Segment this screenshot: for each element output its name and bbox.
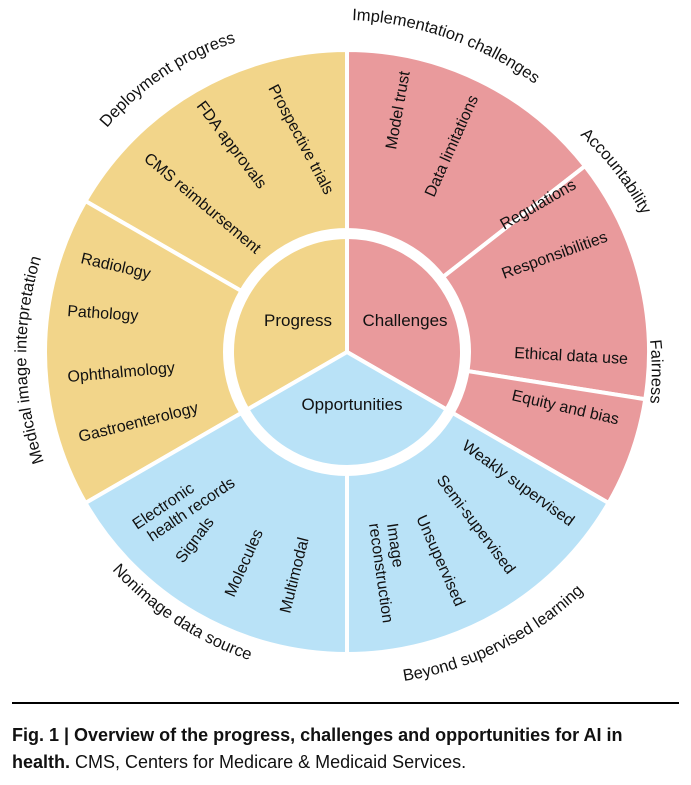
- circular-overview-diagram: Progress Challenges Opportunities Deploy…: [12, 6, 666, 685]
- caption-text: CMS, Centers for Medicare & Medicaid Ser…: [70, 752, 467, 772]
- caption-title: Fig. 1 | Overview of the progress, chall…: [12, 725, 623, 772]
- item-image: Image: [383, 522, 406, 569]
- core-label-challenges: Challenges: [362, 311, 447, 330]
- item-ethical-data-use: Ethical data use: [514, 345, 629, 368]
- figure-caption: Fig. 1 | Overview of the progress, chall…: [12, 722, 672, 776]
- item-pathology: Pathology: [67, 303, 139, 325]
- core-opportunities: [244, 349, 450, 469]
- caption-rule: [12, 702, 679, 704]
- core-label-progress: Progress: [264, 311, 332, 330]
- title-medical-image-interpretation: Medical image interpretation: [12, 254, 48, 466]
- title-fairness: Fairness: [646, 339, 666, 405]
- core-label-opportunities: Opportunities: [301, 395, 402, 414]
